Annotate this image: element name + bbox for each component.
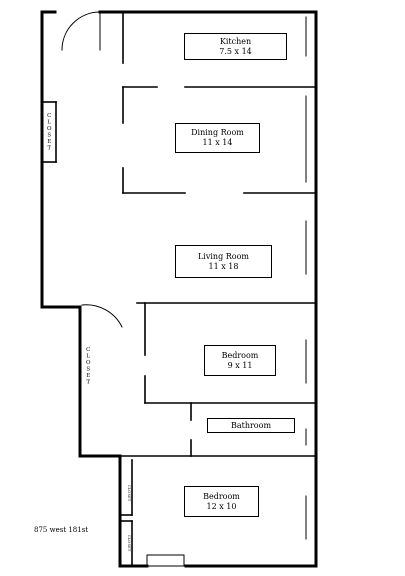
- kitchen-size: 7.5 x 14: [219, 46, 252, 56]
- closet-middle-text: CLOSET: [85, 346, 92, 386]
- bedroom-2-label: Bedroom 12 x 10: [184, 486, 259, 517]
- bedroom-2-name: Bedroom: [203, 491, 240, 501]
- kitchen-label: Kitchen 7.5 x 14: [184, 33, 287, 60]
- dining-room-label: Dining Room 11 x 14: [175, 123, 260, 153]
- living-room-name: Living Room: [197, 251, 249, 261]
- closet-upper-text: CLOSET: [46, 112, 53, 152]
- bathroom-name: Bathroom: [230, 420, 272, 430]
- bedroom-1-size: 9 x 11: [227, 360, 253, 370]
- living-room-label: Living Room 11 x 18: [175, 245, 272, 278]
- dining-room-name: Dining Room: [191, 128, 244, 137]
- closet-lower-b-label: CLOSET: [127, 534, 131, 552]
- closet-middle-label: CLOSET: [82, 340, 94, 392]
- closet-upper-label: CLOSET: [43, 106, 55, 158]
- living-room-size: 11 x 18: [208, 261, 239, 271]
- closet-lower-a-label: CLOSET: [127, 484, 131, 502]
- bedroom-1-label: Bedroom 9 x 11: [204, 345, 276, 376]
- kitchen-name: Kitchen: [219, 36, 252, 46]
- door-swings: [61, 11, 123, 328]
- bedroom-2-size: 12 x 10: [206, 501, 237, 511]
- interior-walls: [41, 11, 317, 567]
- dining-room-size: 11 x 14: [202, 138, 233, 147]
- bedroom-1-name: Bedroom: [221, 350, 259, 360]
- exterior-walls: [40, 10, 318, 568]
- bathroom-label: Bathroom: [207, 418, 295, 433]
- windows: [146, 16, 307, 567]
- address-text: 875 west 181st: [34, 526, 89, 534]
